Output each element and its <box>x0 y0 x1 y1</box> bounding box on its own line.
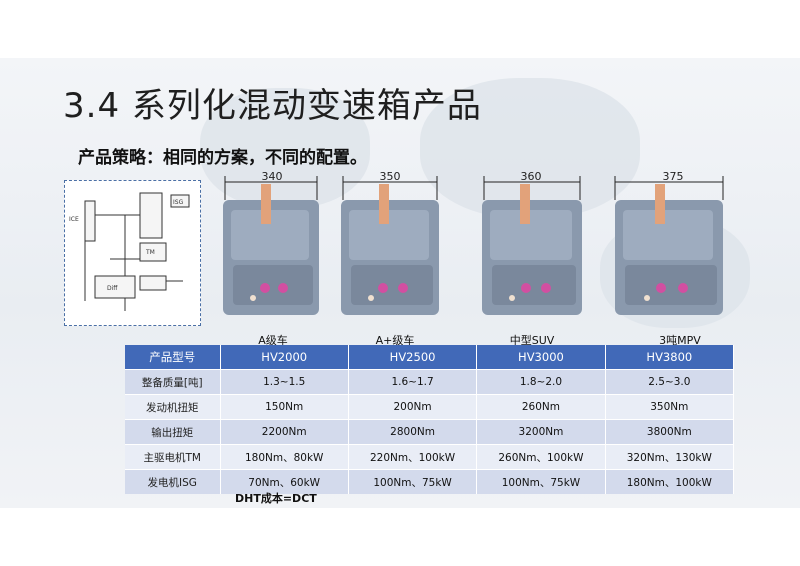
table-cell: 150Nm <box>220 394 349 420</box>
schematic-label-tm: TM <box>145 249 155 256</box>
table-cell: 1.8~2.0 <box>476 369 606 395</box>
table-row: 发电机ISG 70Nm、60kW 100Nm、75kW 100Nm、75kW 1… <box>125 469 735 494</box>
table-row-label: 主驱电机TM <box>125 444 221 470</box>
table-row: 发动机扭矩 150Nm 200Nm 260Nm 350Nm <box>125 394 735 420</box>
table-row: 主驱电机TM 180Nm、80kW 220Nm、100kW 260Nm、100k… <box>125 444 735 470</box>
table-cell: 100Nm、75kW <box>348 469 478 494</box>
table-cell: 320Nm、130kW <box>605 444 735 470</box>
dimension-label: 375 <box>662 170 684 183</box>
table-cell: 260Nm <box>476 394 606 420</box>
table-header-cell: HV3000 <box>476 345 606 370</box>
dimension-label: 350 <box>379 170 401 183</box>
table-row: 输出扭矩 2200Nm 2800Nm 3200Nm 3800Nm <box>125 419 735 445</box>
table-cell: 100Nm、75kW <box>476 469 606 494</box>
table-cell: 220Nm、100kW <box>348 444 478 470</box>
table-cell: 1.6~1.7 <box>348 369 478 395</box>
table-row-label: 输出扭矩 <box>125 419 221 445</box>
table-row-label: 发动机扭矩 <box>125 394 221 420</box>
table-header-cell: HV2000 <box>220 345 349 370</box>
gearbox-image-hv2000 <box>213 170 331 330</box>
table-cell: 260Nm、100kW <box>476 444 606 470</box>
vehicle-category-label: 中型SUV <box>509 334 555 347</box>
table-header-cell: 产品型号 <box>125 345 221 370</box>
gearbox-image-hv3800 <box>611 170 729 330</box>
table-row-label: 发电机ISG <box>125 469 221 494</box>
schematic-label-ice: ICE <box>69 216 79 223</box>
gearbox-image-hv2500 <box>331 170 449 330</box>
world-map-decoration <box>200 88 370 208</box>
table-cell: 2200Nm <box>220 419 349 445</box>
table-cell: 2800Nm <box>348 419 478 445</box>
table-row-label: 整备质量[吨] <box>125 369 221 395</box>
cost-footnote: DHT成本=DCT <box>235 492 317 505</box>
vehicle-category-label: A级车 <box>258 334 288 347</box>
schematic-label-diff: Diff <box>107 285 118 292</box>
table-cell: 3200Nm <box>476 419 606 445</box>
table-cell: 180Nm、100kW <box>605 469 735 494</box>
gearbox-image-hv3000 <box>472 170 590 330</box>
table-cell: 1.3~1.5 <box>220 369 349 395</box>
schematic-label-isg: ISG <box>173 199 184 206</box>
powertrain-schematic: ICE ISG TM Diff <box>64 180 201 326</box>
slide-subtitle: 产品策略：相同的方案，不同的配置。 <box>78 148 367 168</box>
table-header-row: 产品型号 HV2000 HV2500 HV3000 HV3800 <box>125 345 735 370</box>
table-cell: 70Nm、60kW <box>220 469 349 494</box>
vehicle-category-label: 3吨MPV <box>659 334 701 347</box>
slide-title: 3.4 系列化混动变速箱产品 <box>63 86 482 126</box>
table-header-cell: HV3800 <box>605 345 735 370</box>
table-cell: 3800Nm <box>605 419 735 445</box>
product-spec-table: 产品型号 HV2000 HV2500 HV3000 HV3800 整备质量[吨]… <box>125 345 735 494</box>
table-cell: 180Nm、80kW <box>220 444 349 470</box>
table-cell: 350Nm <box>605 394 735 420</box>
vehicle-category-label: A+级车 <box>375 334 415 347</box>
dimension-label: 340 <box>261 170 283 183</box>
table-row: 整备质量[吨] 1.3~1.5 1.6~1.7 1.8~2.0 2.5~3.0 <box>125 369 735 395</box>
table-header-cell: HV2500 <box>348 345 478 370</box>
table-cell: 200Nm <box>348 394 478 420</box>
dimension-label: 360 <box>520 170 542 183</box>
table-cell: 2.5~3.0 <box>605 369 735 395</box>
schematic-drawing: ICE ISG TM Diff <box>69 192 190 311</box>
